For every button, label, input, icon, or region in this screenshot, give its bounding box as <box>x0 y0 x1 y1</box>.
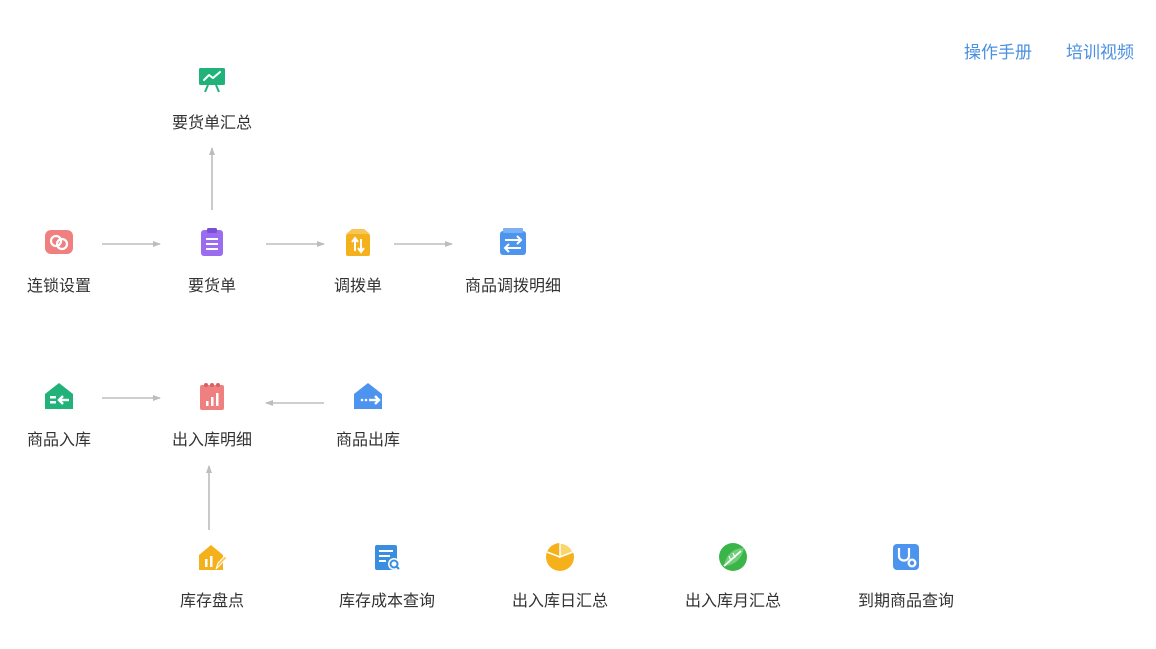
stethoscope-icon <box>890 541 922 573</box>
node-expiry-query[interactable]: 到期商品查询 <box>831 541 981 611</box>
node-label: 要货单汇总 <box>171 113 252 132</box>
node-daily-summary[interactable]: 出入库日汇总 <box>485 541 635 611</box>
house-pencil-icon <box>196 541 228 573</box>
clipboard-list-icon <box>196 226 228 258</box>
node-goods-inbound[interactable]: 商品入库 <box>0 380 134 450</box>
node-label: 商品出库 <box>335 430 400 449</box>
node-label: 调拨单 <box>333 276 382 295</box>
node-stocktake[interactable]: 库存盘点 <box>137 541 287 611</box>
node-label: 库存成本查询 <box>338 591 435 610</box>
training-video-link[interactable]: 培训视频 <box>1066 43 1134 63</box>
node-label: 库存盘点 <box>179 591 244 610</box>
node-cost-query[interactable]: 库存成本查询 <box>312 541 462 611</box>
document-search-icon <box>371 541 403 573</box>
node-label: 出入库明细 <box>171 430 252 449</box>
node-label: 到期商品查询 <box>857 591 954 610</box>
node-chain-settings[interactable]: 连锁设置 <box>0 226 134 296</box>
swap-arrows-icon <box>497 226 529 258</box>
node-transfer-form[interactable]: 调拨单 <box>283 226 433 296</box>
node-transfer-detail[interactable]: 商品调拨明细 <box>438 226 588 296</box>
node-order-summary[interactable]: 要货单汇总 <box>137 63 287 133</box>
node-io-detail[interactable]: 出入库明细 <box>137 380 287 450</box>
node-monthly-summary[interactable]: 出入库月汇总 <box>658 541 808 611</box>
node-order-form[interactable]: 要货单 <box>137 226 287 296</box>
chain-link-icon <box>43 226 75 258</box>
pie-chart-icon <box>544 541 576 573</box>
node-label: 出入库日汇总 <box>511 591 608 610</box>
manual-link[interactable]: 操作手册 <box>964 43 1032 63</box>
calendar-bars-icon <box>196 380 228 412</box>
node-label: 出入库月汇总 <box>684 591 781 610</box>
warehouse-inbound-icon <box>43 380 75 412</box>
leaf-circle-icon <box>717 541 749 573</box>
node-label: 连锁设置 <box>26 276 91 295</box>
warehouse-outbound-icon <box>352 380 384 412</box>
node-label: 要货单 <box>187 276 236 295</box>
node-label: 商品调拨明细 <box>464 276 561 295</box>
node-label: 商品入库 <box>26 430 91 449</box>
presentation-chart-icon <box>196 63 228 95</box>
node-goods-outbound[interactable]: 商品出库 <box>293 380 443 450</box>
transfer-sort-icon <box>342 226 374 258</box>
